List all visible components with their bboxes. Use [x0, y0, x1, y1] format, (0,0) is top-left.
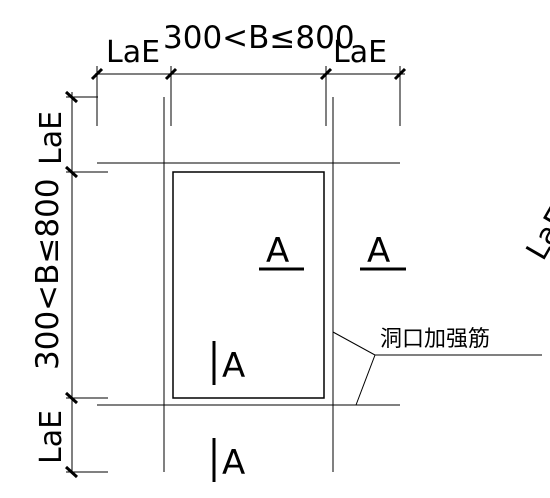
section-mark-lower-outer: A: [222, 443, 245, 483]
left-top-lae-label: LaE: [34, 111, 69, 165]
opening-reinforcement-callout-label: 洞口加强筋: [380, 327, 490, 352]
rebar-grid-lines: [97, 97, 400, 472]
top-dimension-line: [95, 66, 405, 126]
section-mark-upper-outer: A: [367, 231, 390, 271]
left-dimension-ticks: [64, 90, 79, 479]
section-mark-lower-inner: A: [222, 346, 245, 386]
top-left-lae-label: LaE: [106, 35, 160, 70]
opening-rectangle: [172, 171, 325, 399]
left-dimension-line: [66, 92, 108, 473]
top-range-label: 300<B≤800: [163, 20, 355, 56]
right-cut-lae-label: LaE: [520, 202, 550, 266]
left-range-label: 300<B≤800: [30, 178, 66, 370]
top-dimension-ticks: [90, 67, 407, 81]
section-mark-upper-inner: A: [266, 231, 289, 271]
callout-leader-line: [332, 331, 376, 406]
top-right-lae-label: LaE: [333, 35, 387, 70]
left-bottom-lae-label: LaE: [34, 410, 69, 464]
